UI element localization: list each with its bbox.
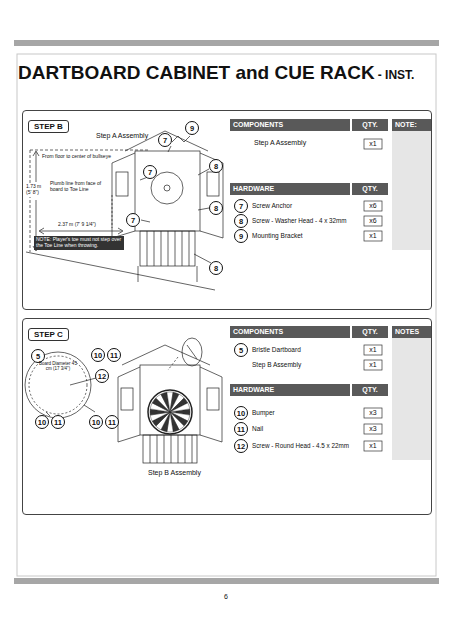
part-label: Step A Assembly — [96, 132, 148, 140]
callout-number: 11 — [234, 422, 248, 436]
table-header: COMPONENTS — [233, 121, 283, 129]
page-title: DARTBOARD CABINET and CUE RACK — [18, 62, 375, 83]
board-rim — [148, 390, 192, 434]
callout-number: 7 — [234, 199, 248, 213]
callout-number: 10 — [234, 406, 248, 420]
callout-text: 9 — [190, 124, 194, 133]
quantity: x1 — [364, 232, 382, 240]
table-c — [230, 326, 432, 460]
dimension: 2.37 m (7' 9 1/4") — [58, 222, 96, 228]
table-header: QTY. — [352, 185, 388, 193]
quantity: x1 — [364, 346, 382, 354]
table-header: QTY. — [352, 328, 388, 336]
callout-text: 8 — [239, 217, 243, 226]
board-sector — [170, 403, 190, 412]
table-cell: Screw Anchor — [252, 202, 292, 209]
callout-number: 5 — [234, 343, 248, 357]
callout-text: 10 — [237, 409, 245, 418]
callout-number: 10 — [89, 415, 103, 429]
callout-number: 5 — [31, 349, 45, 363]
callout-number: 9 — [234, 229, 248, 243]
callout-number: 10 — [91, 348, 105, 362]
dimension-note: Plumb line from face of board to Toe Lin… — [50, 181, 108, 193]
quantity: x6 — [364, 217, 382, 225]
callout-number: 9 — [185, 121, 199, 135]
callout-number: 11 — [107, 348, 121, 362]
quantity: x3 — [364, 409, 382, 417]
table-cell: Bristle Dartboard — [252, 346, 301, 353]
quantity: x1 — [364, 140, 382, 148]
callout-number: 7 — [126, 213, 140, 227]
callout-text: 10 — [94, 351, 102, 360]
quantity: x1 — [364, 361, 382, 369]
callout-text: 11 — [237, 425, 245, 434]
table-cell: Screw - Round Head - 4.5 x 22mm — [252, 442, 349, 449]
table-header: HARDWARE — [233, 185, 274, 193]
table-cell: Step A Assembly — [254, 139, 306, 147]
callout-text: 12 — [98, 372, 106, 381]
callout-text: 8 — [214, 162, 218, 171]
quantity: x6 — [364, 202, 382, 210]
callout-number: 8 — [209, 261, 223, 275]
callout-text: 12 — [237, 442, 245, 451]
quantity: x3 — [364, 425, 382, 433]
table-header: NOTE: — [395, 121, 417, 129]
callout-text: 11 — [110, 351, 118, 360]
bottom-bar — [14, 578, 439, 584]
callout-number: 11 — [51, 415, 65, 429]
callout-number: 11 — [105, 415, 119, 429]
callout-text: 11 — [108, 418, 116, 427]
table-cell: Nail — [252, 425, 263, 432]
callout-text: 7 — [239, 202, 243, 211]
table-b — [230, 119, 432, 250]
table-header: COMPONENTS — [233, 328, 283, 336]
callout-number: 10 — [35, 415, 49, 429]
page-number: 6 — [216, 593, 236, 601]
callout-number: 8 — [209, 159, 223, 173]
callout-text: 10 — [38, 418, 46, 427]
callout-number: 12 — [234, 439, 248, 453]
title-row: DARTBOARD CABINET and CUE RACK- INST. — [18, 62, 414, 84]
callout-text: 5 — [239, 346, 243, 355]
table-header: QTY. — [352, 386, 388, 394]
quantity: x1 — [364, 442, 382, 450]
table-cell: Mounting Bracket — [252, 232, 303, 239]
step-tab: STEP C — [28, 328, 69, 341]
callout-text: 7 — [131, 216, 135, 225]
callout-number: 8 — [234, 214, 248, 228]
callout-number: 7 — [143, 165, 157, 179]
table-cell: Step B Assembly — [252, 361, 301, 368]
table-header: NOTES — [395, 328, 419, 336]
wall-mount-drawing — [26, 131, 223, 290]
callout-text: 11 — [54, 418, 62, 427]
title-suffix: - INST. — [378, 68, 415, 82]
table-header: HARDWARE — [233, 386, 274, 394]
part-label: Step B Assembly — [148, 469, 201, 477]
warning-note: NOTE: Player's toe must not step over th… — [34, 236, 124, 250]
callout-number: 7 — [158, 133, 172, 147]
callout-text: 8 — [214, 204, 218, 213]
callout-text: 8 — [214, 264, 218, 273]
bristle-dartboard-drawing — [148, 390, 192, 434]
callout-number: 12 — [95, 369, 109, 383]
callout-text: 9 — [239, 232, 243, 241]
top-bar — [14, 40, 439, 46]
dimension: Board Diameter 45 cm (17 3/4") — [36, 361, 80, 371]
callout-number: 8 — [209, 201, 223, 215]
callout-text: 7 — [163, 136, 167, 145]
table-cell: Screw - Washer Head - 4 x 32mm — [252, 217, 347, 224]
dartboard-mount-drawing — [25, 338, 222, 463]
dimension-note: From floor to center of bullseye — [42, 154, 111, 160]
callout-text: 5 — [36, 352, 40, 361]
dimension: 1.73 m (5' 8") — [24, 183, 50, 197]
callout-text: 7 — [148, 168, 152, 177]
step-tab: STEP B — [28, 120, 69, 133]
page-frame — [17, 54, 436, 576]
table-cell: Bumper — [252, 409, 275, 416]
table-header: QTY. — [352, 121, 388, 129]
callout-text: 10 — [92, 418, 100, 427]
